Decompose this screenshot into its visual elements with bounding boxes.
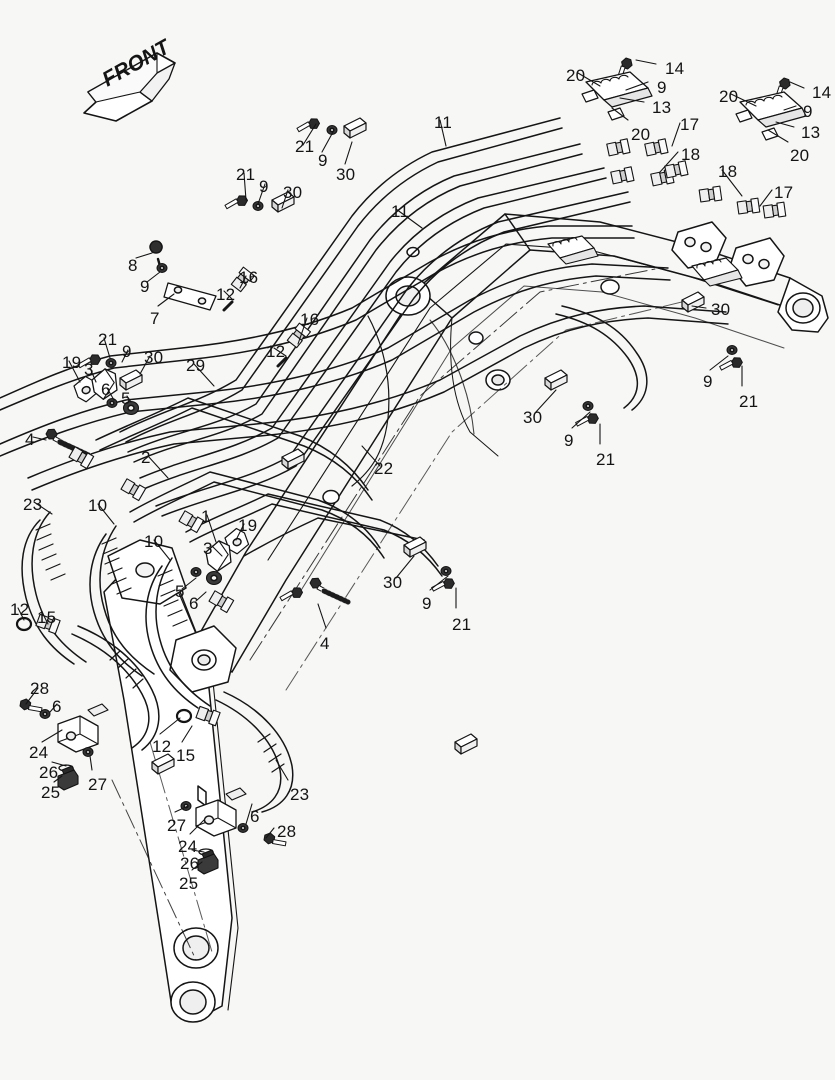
callout-number: 6 — [52, 697, 62, 716]
hose-end-fittings — [222, 138, 787, 368]
callout-number: 9 — [422, 594, 432, 613]
callout-number: 30 — [283, 183, 303, 202]
callout-number: 18 — [681, 145, 701, 164]
callout-number: 10 — [88, 496, 108, 515]
callout-number: 19 — [62, 353, 82, 372]
callout-number: 6 — [250, 807, 260, 826]
swivel-tee-bodies — [57, 703, 247, 875]
callout-number: 5 — [175, 582, 185, 601]
callout-number: 9 — [803, 102, 813, 121]
callout-number: 21 — [452, 615, 472, 634]
callout-number: 11 — [391, 202, 410, 221]
callout-number: 12 — [266, 342, 286, 361]
callout-number: 17 — [680, 115, 700, 134]
front-arrow-icon — [83, 52, 176, 122]
callout-number: 25 — [179, 874, 199, 893]
callout-number: 26 — [39, 763, 59, 782]
callout-number: 26 — [180, 854, 200, 873]
callout-number: 4 — [320, 634, 330, 653]
callout-number: 14 — [665, 59, 685, 78]
callout-number: 17 — [774, 183, 794, 202]
hose-over-boom — [0, 225, 729, 491]
hydraulic-tube-bundle-upper — [119, 117, 631, 517]
callout-number: 9 — [657, 78, 667, 97]
callout-number: 9 — [122, 342, 132, 361]
callout-number: 30 — [383, 573, 403, 592]
callout-number: 29 — [186, 356, 206, 375]
callout-number: 19 — [238, 516, 258, 535]
leader-lines — [17, 59, 805, 871]
callout-number: 12 — [10, 600, 30, 619]
callout-number: 8 — [128, 256, 138, 275]
callout-number: 13 — [652, 98, 672, 117]
callout-number: 27 — [88, 775, 108, 794]
callout-number: 14 — [812, 83, 832, 102]
callout-number: 12 — [216, 285, 236, 304]
callout-number: 12 — [152, 737, 172, 756]
callout-number: 3 — [203, 539, 213, 558]
callout-number: 3 — [84, 360, 94, 379]
callout-number: 10 — [144, 532, 164, 551]
callout-number: 21 — [596, 450, 616, 469]
callout-number: 9 — [140, 277, 150, 296]
callout-number: 6 — [101, 380, 111, 399]
callout-number: 28 — [277, 822, 297, 841]
callout-number: 24 — [178, 837, 198, 856]
callout-number: 16 — [300, 310, 320, 329]
callout-number: 15 — [37, 608, 57, 627]
callout-number: 30 — [711, 300, 731, 319]
callout-number: 4 — [25, 430, 35, 449]
callout-number: 21 — [98, 330, 118, 349]
callout-number: 21 — [236, 165, 256, 184]
hose-boom-to-arm — [555, 305, 648, 411]
callout-number: 15 — [176, 746, 196, 765]
callout-number: 1 — [201, 507, 211, 526]
callout-number: 30 — [336, 165, 356, 184]
arm-structure — [103, 539, 239, 1023]
callout-number: 21 — [739, 392, 759, 411]
callout-number: 6 — [189, 594, 199, 613]
hose-clamp-rails — [547, 71, 807, 287]
callout-number: 7 — [150, 309, 160, 328]
orings-and-adapters — [15, 368, 250, 727]
callout-number: 11 — [434, 113, 453, 132]
callout-number: 20 — [631, 125, 651, 144]
callout-number: 16 — [239, 268, 259, 287]
callout-number: 9 — [259, 177, 269, 196]
callout-number: 9 — [703, 372, 713, 391]
callout-number: 22 — [374, 459, 394, 478]
callout-number: 13 — [801, 123, 821, 142]
callout-number: 20 — [566, 66, 586, 85]
callout-number: 21 — [295, 137, 315, 156]
callout-number: 30 — [523, 408, 543, 427]
hydraulic-tube-bundle-lower — [95, 397, 443, 577]
callout-number: 23 — [290, 785, 310, 804]
callout-number: 23 — [23, 495, 43, 514]
boom-structure — [195, 213, 829, 691]
callout-number: 30 — [144, 348, 164, 367]
callout-number: 18 — [718, 162, 738, 181]
callout-number: 25 — [41, 783, 61, 802]
callout-number: 28 — [30, 679, 50, 698]
callout-number: 20 — [790, 146, 810, 165]
callout-number: 9 — [564, 431, 574, 450]
flex-hoses — [21, 511, 294, 813]
callout-number: 2 — [141, 448, 151, 467]
callout-number: 27 — [167, 816, 187, 835]
callout-number: 20 — [719, 87, 739, 106]
callout-number: 9 — [318, 151, 328, 170]
callout-number: 5 — [121, 389, 131, 408]
callout-number: 24 — [29, 743, 49, 762]
